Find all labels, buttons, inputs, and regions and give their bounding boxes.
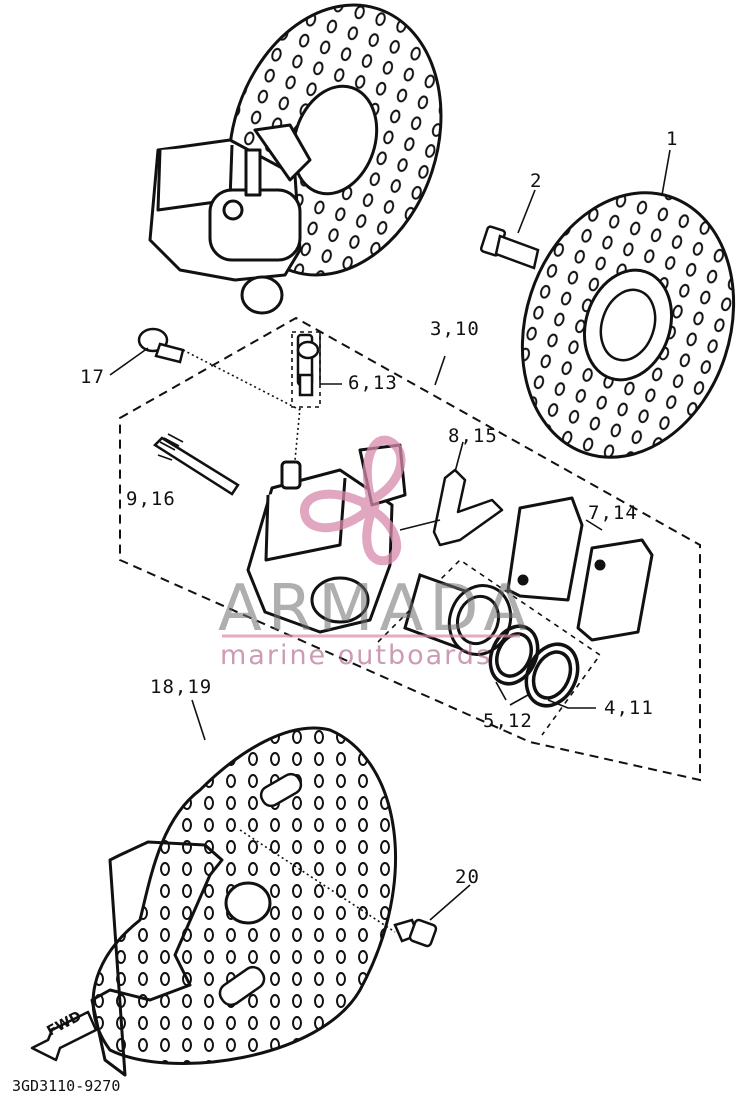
fwd-arrow — [30, 1010, 98, 1062]
disc-cover-plate — [90, 840, 224, 1077]
callout-3-10: 3,10 — [430, 318, 480, 340]
callout-2: 2 — [530, 170, 543, 192]
callout-8-15: 8,15 — [448, 425, 498, 447]
brake-pads — [506, 496, 654, 642]
callout-7-14: 7,14 — [588, 502, 638, 524]
caliper-pin — [153, 433, 240, 496]
callout-18-19: 18,19 — [150, 676, 213, 698]
piston-seals — [488, 624, 580, 708]
callout-20: 20 — [455, 866, 480, 888]
callout-1: 1 — [666, 128, 679, 150]
drawing-code: 3GD3110-9270 — [12, 1077, 121, 1095]
caliper-kit-boundary — [119, 316, 701, 782]
seal-kit-boundary — [377, 558, 602, 736]
watermark-logo-mark — [300, 435, 406, 566]
brake-disc — [520, 191, 736, 459]
leader-lines — [109, 149, 671, 933]
watermark-subtitle: marine outboards — [220, 640, 493, 671]
disc-cover-bolt — [393, 918, 438, 948]
watermark-brand: ARMADA — [218, 572, 534, 646]
pad-spring — [432, 468, 504, 547]
callout-4-11: 4,11 — [604, 697, 654, 719]
callout-17: 17 — [80, 366, 105, 388]
callout-9-16: 9,16 — [126, 488, 176, 510]
assembled-caliper — [148, 123, 312, 315]
bleed-screw — [296, 333, 320, 397]
callout-5-12: 5,12 — [483, 710, 533, 732]
caliper-bolt — [137, 327, 185, 364]
disc-bolt — [479, 225, 540, 270]
callout-6-13: 6,13 — [348, 372, 398, 394]
lower-brake-disc — [91, 726, 397, 1065]
